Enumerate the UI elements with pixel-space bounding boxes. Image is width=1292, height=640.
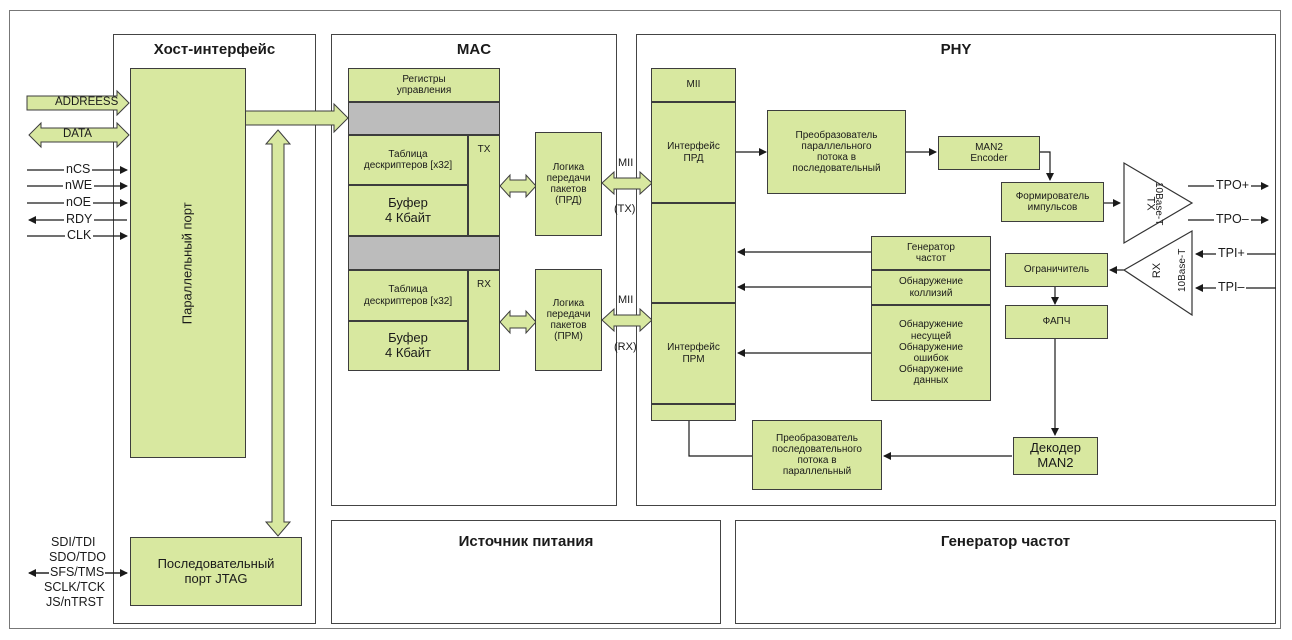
mii-tx-bus-arrow xyxy=(601,170,653,196)
carrier-detect-block: Обнаружение несущей Обнаружение ошибок О… xyxy=(871,305,991,401)
jtag-signal-sclk: SCLK/TCK xyxy=(44,580,106,594)
address-bus-arrow xyxy=(26,89,130,117)
phy-mii-block: MII xyxy=(651,68,736,102)
data-bus-label: DATA xyxy=(63,128,92,140)
mac-tx-divider xyxy=(348,102,500,135)
rx-tag-label: (RX) xyxy=(614,341,637,353)
rx-driver-label: RX xyxy=(1151,262,1164,279)
tx-line-driver xyxy=(1123,161,1194,245)
output-tpo-plus: TPO+ xyxy=(1214,178,1251,192)
address-bus-label: ADDREESS xyxy=(55,96,119,108)
mii-rx-label: MII xyxy=(618,294,634,306)
host-vertical-bus-arrow xyxy=(264,129,292,537)
pll-block: ФАПЧ xyxy=(1005,305,1108,339)
tx-driver-sub-label: 10Base-T xyxy=(1153,182,1164,226)
signal-ncs: nCS xyxy=(64,162,93,176)
parallel-port-block: Параллельный порт xyxy=(130,68,246,458)
phy-title: PHY xyxy=(940,41,972,58)
signal-noe: nOE xyxy=(64,195,94,209)
phy-middle-block xyxy=(651,203,736,303)
jtag-signal-sdi: SDI/TDI xyxy=(51,535,96,549)
rx-buffer-block: Буфер 4 Кбайт xyxy=(348,321,468,371)
mii-tx-label: MII xyxy=(618,157,634,169)
pulse-shaper-block: Формирователь импульсов xyxy=(1001,182,1104,222)
host-mac-bus-arrow xyxy=(229,102,349,134)
clock-generator-title: Генератор частот xyxy=(940,533,1071,550)
input-tpi-plus: TPI+ xyxy=(1216,246,1247,260)
mii-rx-bus-arrow xyxy=(601,307,653,333)
tx-interface-block: Интерфейс ПРД xyxy=(651,102,736,203)
jtag-signal-js: JS/nTRST xyxy=(46,595,104,609)
rx-packet-logic-block: Логика передачи пакетов (ПРМ) xyxy=(535,269,602,371)
clock-generator-block: Генератор частот xyxy=(871,236,991,270)
control-registers-block: Регистры управления xyxy=(348,68,500,102)
tx-channel-block: TX xyxy=(468,135,500,236)
tx-tag-label: (TX) xyxy=(614,203,636,215)
parallel-port-label: Параллельный порт xyxy=(179,202,195,324)
mac-rx-divider xyxy=(348,236,500,270)
man2-decoder-block: Декодер MAN2 xyxy=(1013,437,1098,475)
clock-generator-section: Генератор частот xyxy=(735,520,1276,624)
power-supply-title: Источник питания xyxy=(458,533,594,550)
tx-buffer-block: Буфер 4 Кбайт xyxy=(348,185,468,236)
output-tpo-minus: TPO– xyxy=(1214,212,1251,226)
man2-encoder-block: MAN2 Encoder xyxy=(938,136,1040,170)
rx-interface-block: Интерфейс ПРМ xyxy=(651,303,736,404)
rx-driver-sub-label: 10Base-T xyxy=(1177,248,1188,292)
rx-line-driver xyxy=(1122,229,1193,317)
signal-clk: CLK xyxy=(65,228,94,242)
mac-tx-bus-arrow xyxy=(499,173,537,199)
parallel-to-serial-block: Преобразователь параллельного потока в п… xyxy=(767,110,906,194)
limiter-block: Ограничитель xyxy=(1005,253,1108,287)
mac-rx-bus-arrow xyxy=(499,309,537,335)
rx-channel-block: RX xyxy=(468,270,500,371)
data-bus-arrow xyxy=(28,121,130,149)
power-supply-section: Источник питания xyxy=(331,520,721,624)
rx-descriptor-table-block: Таблица дескриптеров [x32] xyxy=(348,270,468,321)
host-interface-title: Хост-интерфейс xyxy=(153,41,276,58)
mac-title: MAC xyxy=(456,41,492,58)
signal-rdy: RDY xyxy=(64,212,95,226)
input-tpi-minus: TPI– xyxy=(1216,280,1247,294)
diagram-frame xyxy=(9,10,1281,629)
jtag-signal-sdo: SDO/TDO xyxy=(49,550,106,564)
serial-to-parallel-block: Преобразователь последовательного потока… xyxy=(752,420,882,490)
tx-packet-logic-block: Логика передачи пакетов (ПРД) xyxy=(535,132,602,236)
collision-detect-block: Обнаружение коллизий xyxy=(871,270,991,305)
jtag-port-block: Последовательный порт JTAG xyxy=(130,537,302,606)
jtag-signal-sfs: SFS/TMS xyxy=(49,565,106,579)
phy-bottom-block xyxy=(651,404,736,421)
tx-descriptor-table-block: Таблица дескриптеров [x32] xyxy=(348,135,468,185)
signal-nwe: nWE xyxy=(63,178,95,192)
